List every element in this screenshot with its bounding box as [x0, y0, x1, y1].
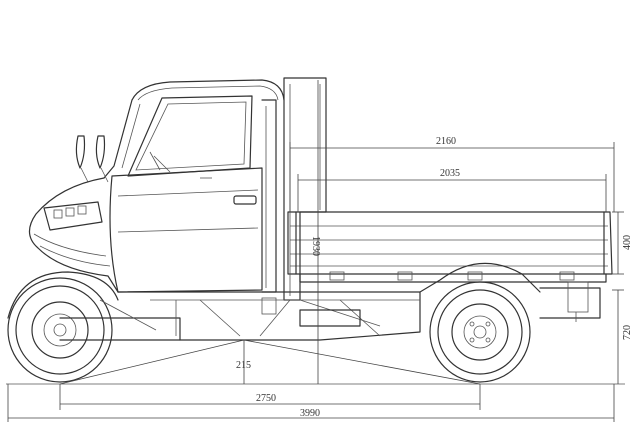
- dim-label-400: 400: [622, 235, 631, 250]
- chassis-frame: [117, 262, 601, 341]
- rear-wheel: [429, 281, 531, 383]
- dim-label-215: 215: [236, 360, 251, 371]
- front-fairing: [28, 177, 119, 293]
- dim-label-3990: 3990: [300, 408, 320, 419]
- cargo-bed: [287, 211, 613, 283]
- dim-label-2160: 2160: [436, 136, 456, 147]
- dim-label-2035: 2035: [440, 168, 460, 179]
- cab-body: [103, 79, 285, 293]
- side-mirrors: [75, 135, 109, 183]
- front-wheel: [7, 271, 181, 383]
- dim-label-720: 720: [622, 325, 631, 340]
- dim-label-2750: 2750: [256, 393, 276, 404]
- dim-label-1930: 1930: [310, 236, 321, 256]
- dimension-lines: [7, 80, 624, 422]
